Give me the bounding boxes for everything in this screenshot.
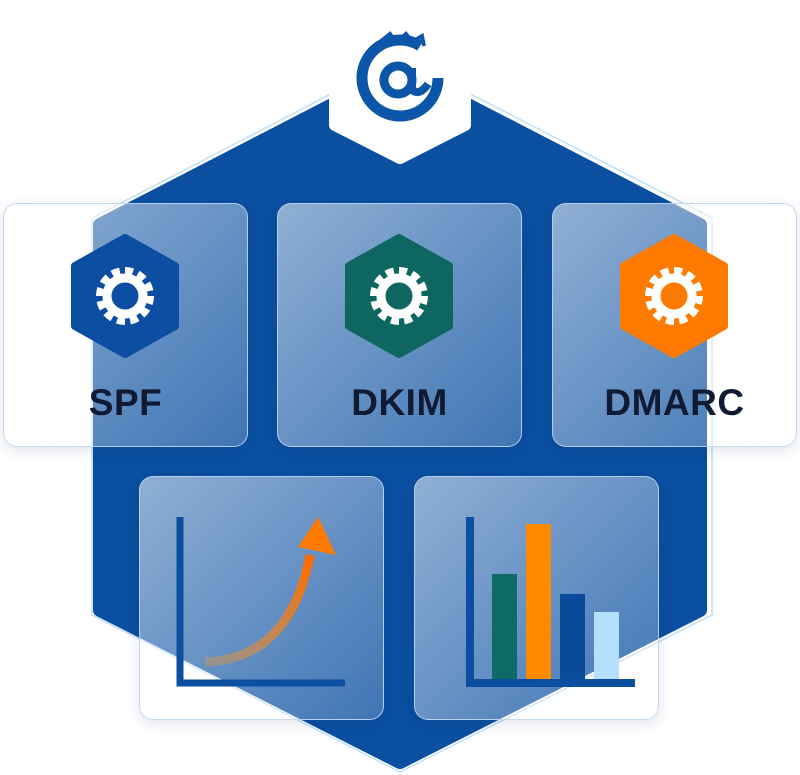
card-spf: SPF — [3, 203, 248, 447]
card-label: SPF — [88, 382, 163, 423]
bar-chart-icon — [466, 517, 635, 687]
growth-chart-icon — [176, 517, 345, 687]
at-logo-icon — [356, 31, 444, 122]
card-label: DKIM — [351, 382, 448, 423]
card-dmarc: DMARC — [552, 203, 797, 447]
gear-icon — [620, 234, 728, 358]
logo — [350, 28, 450, 128]
bar — [492, 574, 517, 679]
gear-icon — [71, 234, 179, 358]
bar — [594, 612, 619, 679]
card-dkim: DKIM — [277, 203, 522, 447]
gear-icon — [345, 234, 453, 358]
bar — [526, 524, 551, 679]
bar-chart-card — [414, 476, 659, 720]
card-label: DMARC — [604, 382, 745, 423]
arrow-head-icon — [298, 517, 336, 555]
growth-chart-card — [139, 476, 384, 720]
bar — [560, 594, 585, 679]
